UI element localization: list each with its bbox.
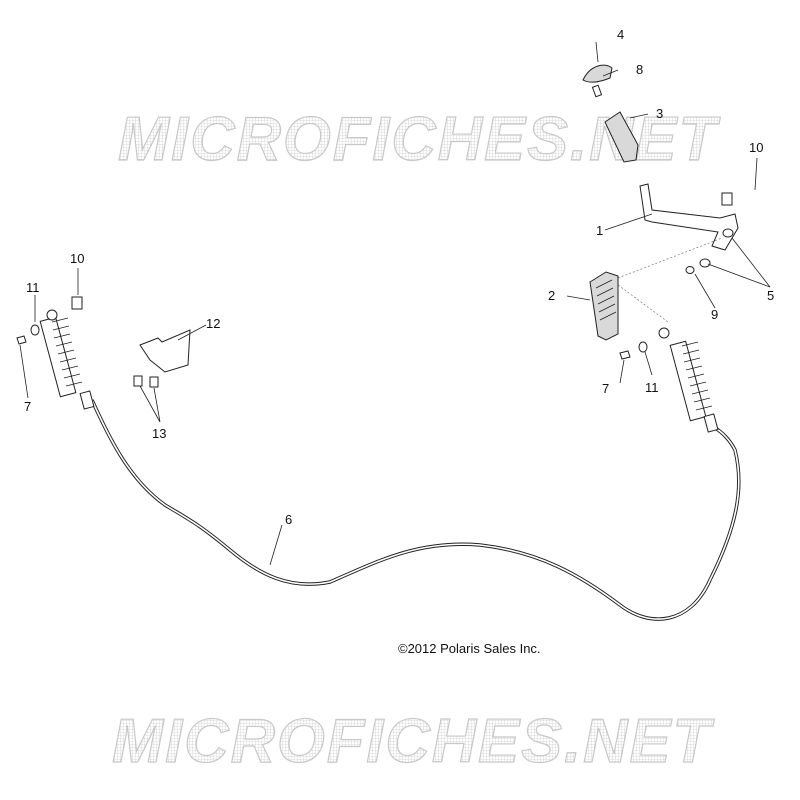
callout-5: 5 bbox=[767, 288, 774, 303]
callout-11-right: 11 bbox=[645, 380, 659, 395]
callout-11-left: 11 bbox=[26, 280, 40, 295]
left-hardware bbox=[16, 296, 83, 345]
throttle-cable bbox=[39, 309, 741, 621]
callout-10-left: 10 bbox=[70, 251, 84, 266]
callout-13: 13 bbox=[152, 426, 166, 441]
callout-6: 6 bbox=[285, 512, 292, 527]
callout-8: 8 bbox=[636, 62, 643, 77]
callout-4: 4 bbox=[617, 27, 624, 42]
callout-12: 12 bbox=[206, 316, 220, 331]
grip bbox=[604, 111, 639, 163]
copyright-notice: ©2012 Polaris Sales Inc. bbox=[398, 641, 541, 656]
callout-10-right: 10 bbox=[749, 140, 763, 155]
pedal bbox=[589, 271, 619, 341]
callout-7-right: 7 bbox=[602, 381, 609, 396]
pin bbox=[591, 84, 603, 98]
callout-7-left: 7 bbox=[24, 399, 31, 414]
callout-9: 9 bbox=[711, 307, 718, 322]
knob-cap bbox=[582, 64, 613, 83]
callout-3: 3 bbox=[656, 106, 663, 121]
watermark-bottom: MICROFICHES.NET bbox=[112, 707, 715, 776]
cable-bracket bbox=[133, 329, 191, 388]
callout-1: 1 bbox=[596, 223, 603, 238]
callout-2: 2 bbox=[548, 288, 555, 303]
lever bbox=[639, 183, 739, 251]
